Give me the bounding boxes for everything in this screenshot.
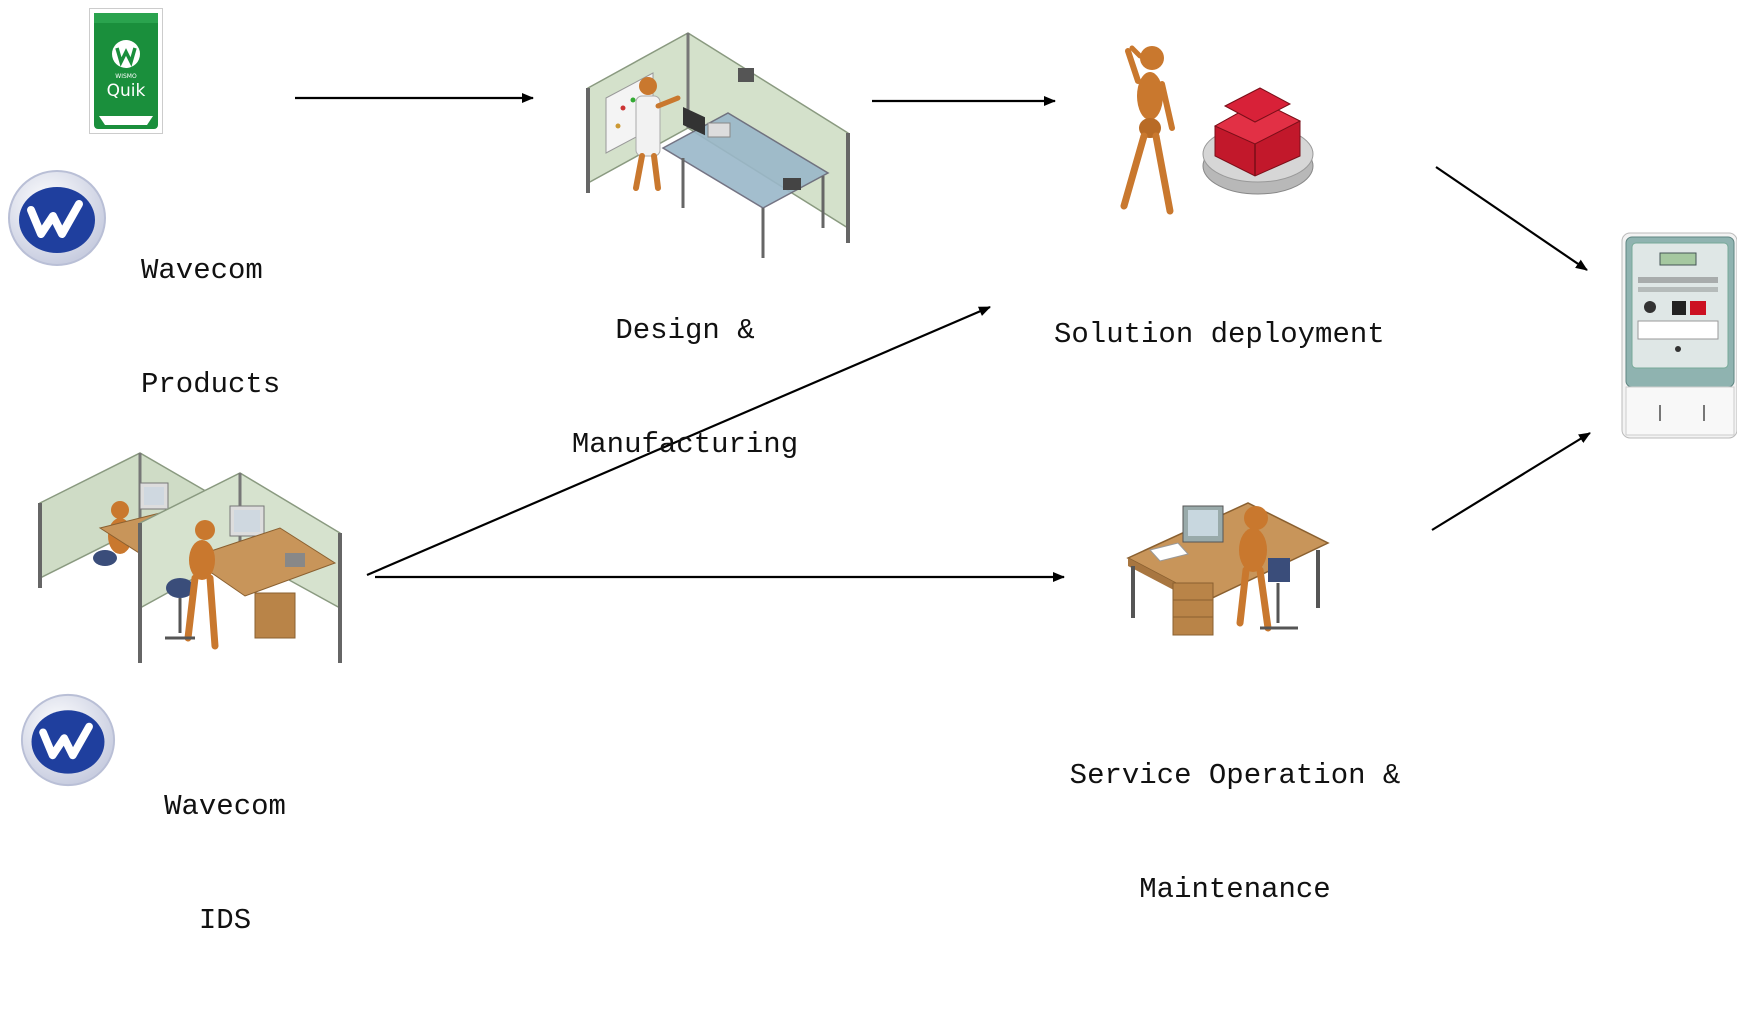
- label-line: Maintenance: [1139, 873, 1331, 906]
- label-line: Solution deployment: [1054, 318, 1385, 351]
- label-line: Service Operation &: [1069, 759, 1401, 792]
- label-line: Design &: [615, 314, 755, 347]
- label-wavecom-products: Wavecom Products: [141, 176, 280, 480]
- label-line: Manufacturing: [571, 428, 799, 461]
- label-line: Products: [141, 368, 281, 401]
- label-solution-deployment: Solution deployment: [1054, 240, 1385, 430]
- wavecom-logo-icon: [8, 170, 106, 266]
- label-service-operation: Service Operation & Maintenance: [1060, 681, 1410, 985]
- workflow-diagram: WISMO Quik Wavecom Products: [8, 8, 1737, 937]
- operator-desk-icon: [1126, 502, 1330, 636]
- connector-arrows: [295, 93, 1591, 582]
- mannequin-toolbox-icon: [1120, 45, 1314, 215]
- label-line: Wavecom: [141, 254, 263, 287]
- arrow-deployment-to-meter: [1435, 166, 1588, 271]
- arrow-ids-to-deployment: [366, 305, 991, 577]
- label-line: IDS: [198, 904, 252, 937]
- office-cubicles-icon: [38, 452, 342, 663]
- label-wavecom-ids: Wavecom IDS: [150, 712, 300, 1016]
- badge-quik-text: Quik: [107, 81, 146, 101]
- badge-small-text: WISMO: [115, 73, 137, 80]
- wavecom-logo-icon: [20, 693, 116, 787]
- electricity-meter-icon: [1621, 232, 1737, 439]
- label-design-manufacturing: Design & Manufacturing: [560, 236, 810, 540]
- wismo-quik-badge-icon: WISMO Quik: [89, 8, 163, 134]
- label-line: Wavecom: [164, 790, 286, 823]
- lab-workstation-icon: [586, 32, 850, 258]
- arrow-service-to-meter: [1431, 432, 1591, 531]
